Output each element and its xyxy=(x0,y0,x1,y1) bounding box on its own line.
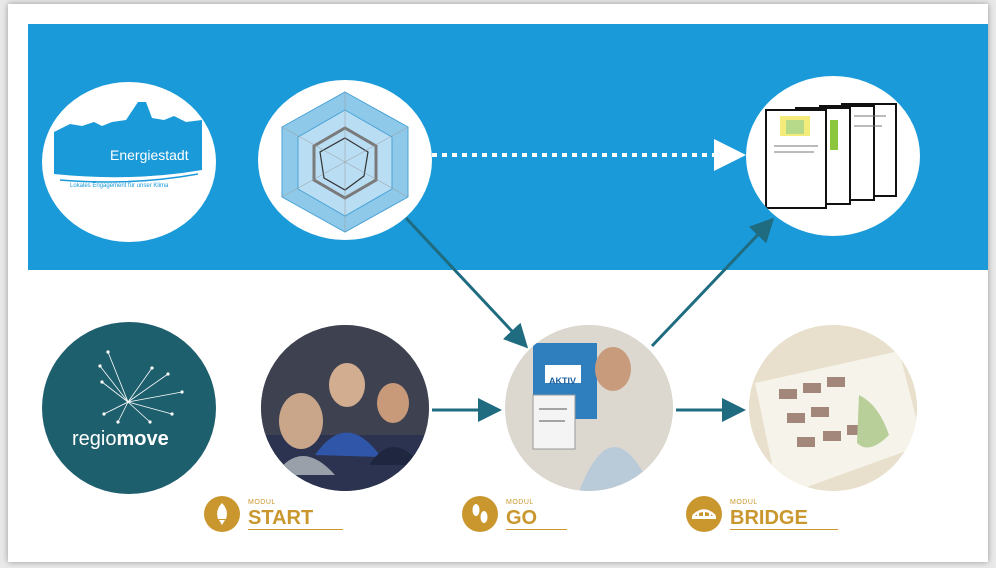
radar-chart-circle xyxy=(258,80,432,240)
module-start-title: START xyxy=(248,507,344,530)
arrow-go-to-documents xyxy=(650,217,775,348)
radar-chart-icon xyxy=(281,91,409,233)
module-bridge-title: BRIDGE xyxy=(730,507,838,530)
regiomove-logo-circle xyxy=(42,322,216,494)
presenter-photo-image xyxy=(505,325,673,491)
arrow-radar-to-go xyxy=(404,216,529,349)
photo-audience-circle xyxy=(258,322,432,494)
documents-circle xyxy=(746,76,920,236)
document-stack-icon xyxy=(765,103,897,209)
module-go-title: GO xyxy=(506,507,568,530)
energiestadt-logo-circle xyxy=(42,82,216,242)
photo-map-circle xyxy=(746,322,920,494)
photo-sign-text: AKTIV xyxy=(549,376,576,386)
photo-presenter-circle xyxy=(502,322,676,494)
module-bridge: MODUL BRIDGE xyxy=(686,494,838,534)
rocket-icon xyxy=(204,496,240,532)
module-start-small: MODUL xyxy=(248,498,276,506)
butterfly-icon xyxy=(98,350,184,424)
energiestadt-skyline-icon xyxy=(54,102,202,183)
footprints-icon xyxy=(462,496,498,532)
energiestadt-tagline: Lokales Engagement für unser Klima xyxy=(70,183,169,189)
module-bridge-small: MODUL xyxy=(730,498,758,506)
map-photo-image xyxy=(749,325,917,491)
energiestadt-name: Energiestadt xyxy=(110,147,189,163)
module-go-small: MODUL xyxy=(506,498,534,506)
module-go: MODUL GO xyxy=(462,494,568,534)
bridge-icon xyxy=(686,496,722,532)
module-start: MODUL START xyxy=(204,494,344,534)
regiomove-name: regiomove xyxy=(72,428,169,450)
